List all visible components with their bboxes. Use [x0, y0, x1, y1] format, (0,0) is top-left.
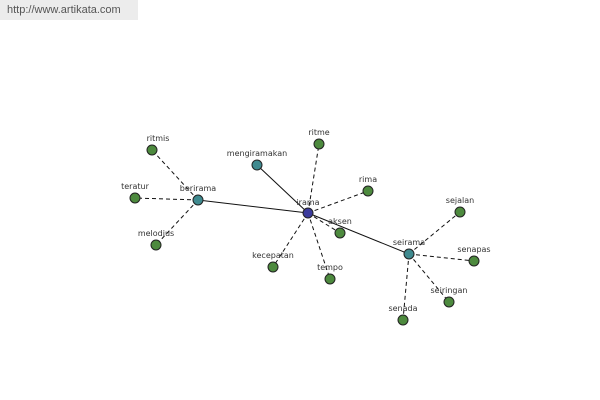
node-sejalan[interactable]: sejalan: [446, 196, 474, 218]
node-marker-seiringan[interactable]: [443, 296, 455, 308]
edge-berirama-ritmis: [151, 149, 199, 201]
node-melodius[interactable]: melodius: [138, 229, 174, 251]
node-irama[interactable]: irama: [296, 198, 320, 219]
nodes-layer: irama berirama seirama mengiramakan ritmis te…: [121, 128, 491, 326]
node-teratur[interactable]: teratur: [121, 182, 150, 204]
node-label-seirama: seirama: [393, 238, 425, 247]
node-label-rima: rima: [359, 175, 377, 184]
node-marker-kecepatan[interactable]: [267, 261, 279, 273]
edge-irama-aksen: [307, 212, 341, 234]
node-berirama[interactable]: berirama: [180, 184, 216, 206]
node-seiringan[interactable]: seiringan: [431, 286, 468, 308]
node-marker-teratur[interactable]: [129, 192, 141, 204]
node-label-kecepatan: kecepatan: [252, 251, 294, 260]
node-marker-sejalan[interactable]: [454, 206, 466, 218]
node-label-senapas: senapas: [457, 245, 490, 254]
node-marker-senapas[interactable]: [468, 255, 480, 267]
node-label-ritmis: ritmis: [147, 134, 170, 143]
edge-berirama-melodius: [155, 199, 199, 246]
node-rima[interactable]: rima: [359, 175, 377, 197]
node-marker-ritmis[interactable]: [146, 144, 158, 156]
node-label-tempo: tempo: [317, 263, 343, 272]
node-label-mengiramakan: mengiramakan: [227, 149, 287, 158]
node-label-seiringan: seiringan: [431, 286, 468, 295]
node-tempo[interactable]: tempo: [317, 263, 343, 285]
edge-irama-seirama: [307, 212, 410, 255]
node-senapas[interactable]: senapas: [457, 245, 491, 267]
node-label-berirama: berirama: [180, 184, 216, 193]
node-marker-mengiramakan[interactable]: [251, 159, 263, 171]
node-mengiramakan[interactable]: mengiramakan: [227, 149, 287, 171]
node-aksen[interactable]: aksen: [328, 217, 352, 239]
node-kecepatan[interactable]: kecepatan: [252, 251, 294, 273]
node-marker-seirama[interactable]: [403, 248, 415, 260]
edge-seirama-seiringan: [408, 253, 450, 303]
node-marker-tempo[interactable]: [324, 273, 336, 285]
node-seirama[interactable]: seirama: [393, 238, 425, 260]
edge-irama-tempo: [307, 212, 331, 280]
edge-seirama-senapas: [408, 253, 475, 262]
node-marker-irama[interactable]: [302, 207, 314, 219]
node-marker-rima[interactable]: [362, 185, 374, 197]
edge-irama-kecepatan: [272, 212, 309, 268]
node-ritmis[interactable]: ritmis: [146, 134, 170, 156]
node-label-teratur: teratur: [121, 182, 149, 191]
edge-irama-mengiramakan: [256, 164, 309, 214]
source-url[interactable]: http://www.artikata.com: [0, 0, 138, 20]
node-ritme[interactable]: ritme: [308, 128, 330, 150]
edge-irama-berirama: [197, 199, 309, 214]
node-label-aksen: aksen: [328, 217, 352, 226]
node-marker-senada[interactable]: [397, 314, 409, 326]
node-label-sejalan: sejalan: [446, 196, 474, 205]
node-marker-ritme[interactable]: [313, 138, 325, 150]
edge-irama-rima: [307, 190, 369, 214]
node-marker-aksen[interactable]: [334, 227, 346, 239]
node-marker-melodius[interactable]: [150, 239, 162, 251]
node-label-senada: senada: [388, 304, 417, 313]
edges-layer: [134, 143, 475, 321]
edge-seirama-sejalan: [408, 211, 461, 255]
node-label-irama: irama: [296, 198, 319, 207]
edge-irama-ritme: [307, 143, 320, 214]
node-senada[interactable]: senada: [388, 304, 418, 326]
edge-berirama-teratur: [134, 197, 199, 201]
node-marker-berirama[interactable]: [192, 194, 204, 206]
node-label-melodius: melodius: [138, 229, 174, 238]
node-label-ritme: ritme: [308, 128, 329, 137]
